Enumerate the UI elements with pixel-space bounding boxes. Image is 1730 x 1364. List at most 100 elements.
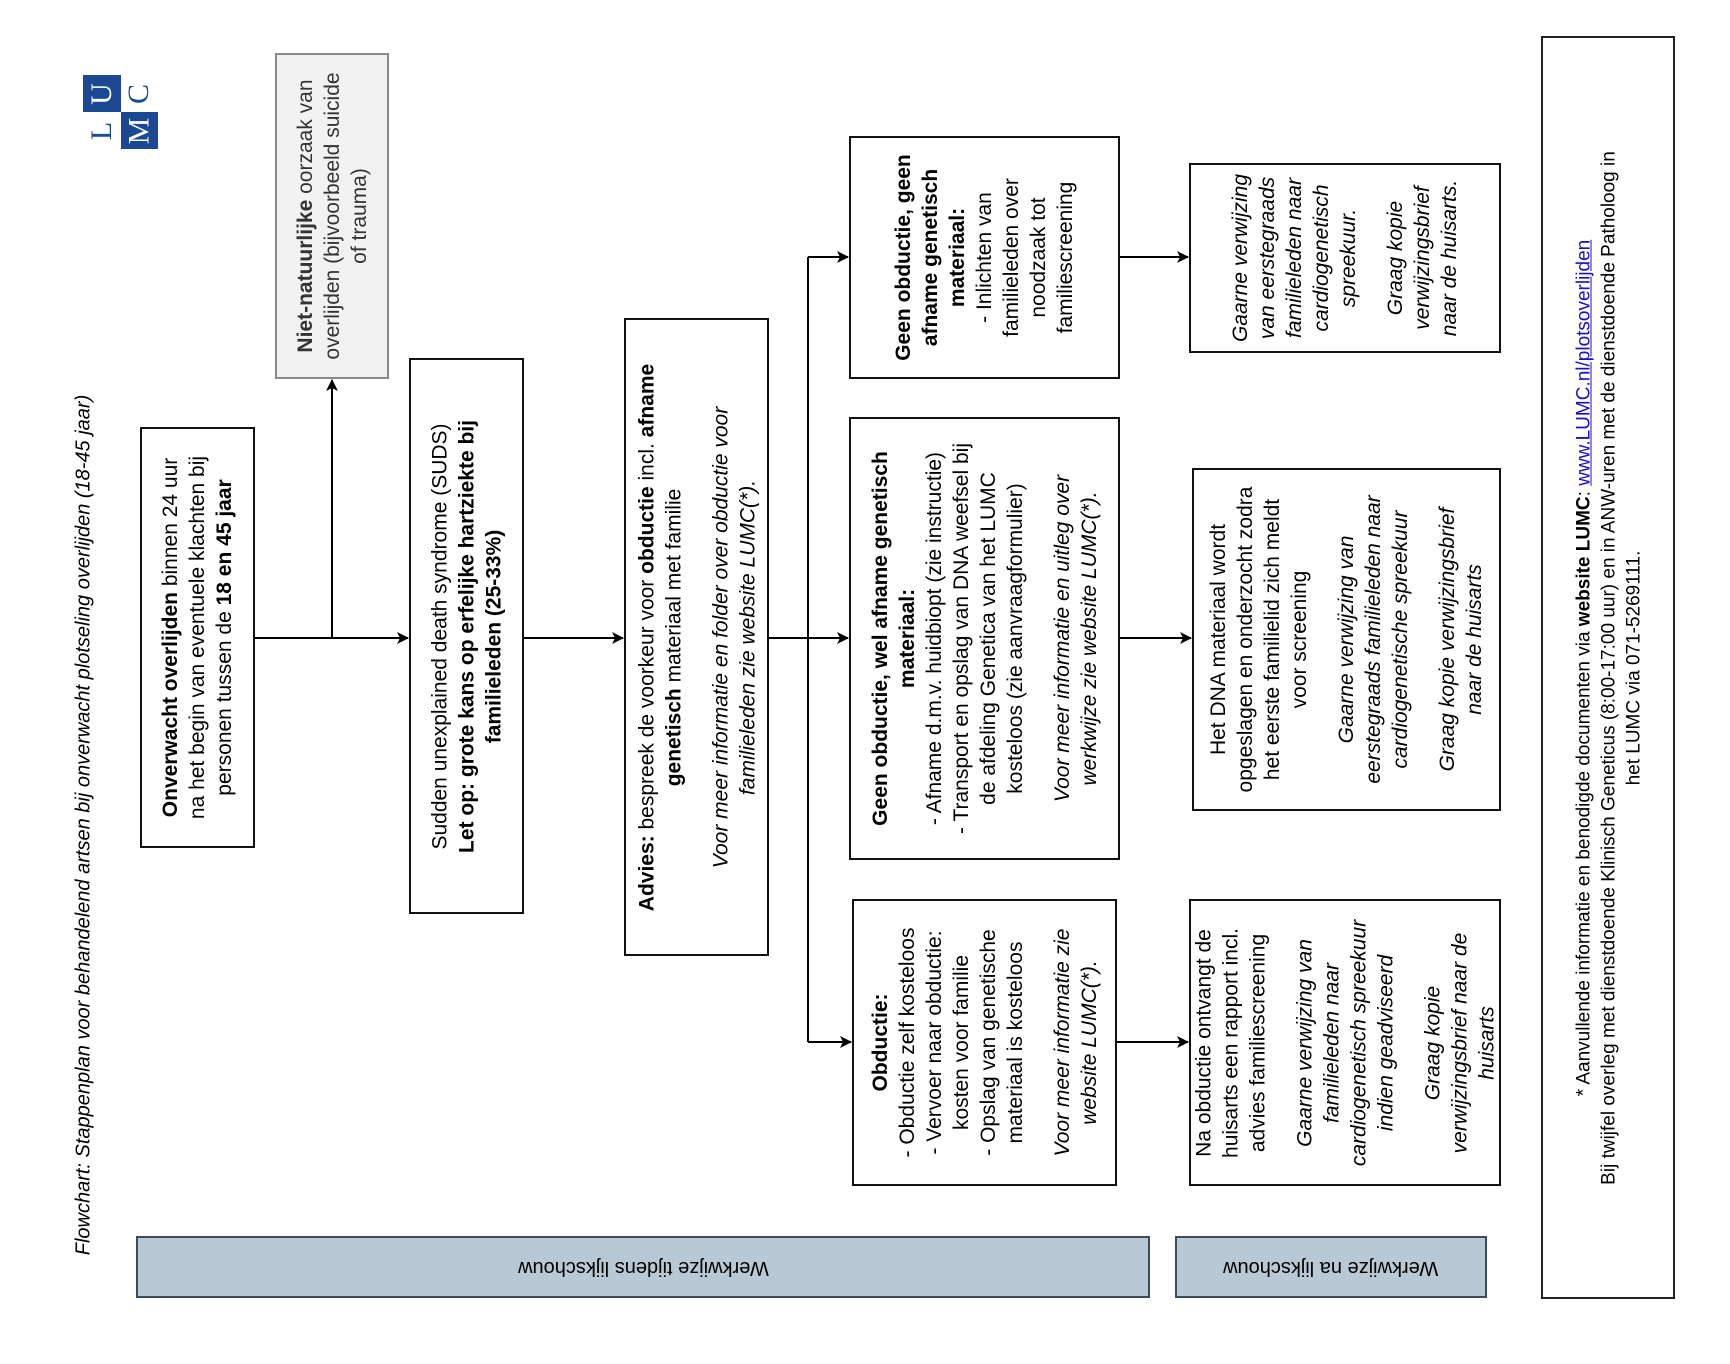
text-segment: familieleden naar — [1283, 178, 1306, 338]
text-line — [1399, 907, 1419, 1178]
text-segment: cardiogenetisch spreekuur — [1347, 919, 1370, 1166]
text-line: materiaal: — [894, 425, 921, 852]
text-line: cardiogenetisch — [1308, 171, 1335, 345]
text-line: noodzaak tot — [1025, 144, 1052, 371]
text-segment: Het DNA materiaal wordt — [1207, 523, 1230, 756]
text-segment: - Obductie zelf kosteloos — [895, 927, 919, 1158]
text-line: kosteloos (zie aanvraagformulier) — [1002, 425, 1029, 852]
text-segment: na het begin van eventuele klachten bij — [186, 455, 209, 820]
text-line: - Obductie zelf kosteloos — [894, 907, 921, 1178]
text-line: - Transport en opslag van DNA weefsel bi… — [948, 425, 975, 852]
text-line: - Inlichten van — [971, 144, 998, 371]
box-text: Obductie:- Obductie zelf kosteloos- Verv… — [854, 901, 1115, 1184]
text-line: huisarts — [1473, 907, 1499, 1178]
text-line — [1313, 476, 1333, 803]
text-line — [1271, 907, 1291, 1178]
text-segment: noodzaak tot — [1027, 197, 1050, 318]
text-segment: Advies: — [634, 834, 658, 911]
footnote-box: * Aanvullende informatie en benodigde do… — [1541, 36, 1675, 1299]
text-segment: Na obductie ontvangt de — [1192, 928, 1215, 1157]
text-segment: of trauma) — [347, 168, 371, 264]
text-line: werkwijze zie website LUMC(*). — [1076, 425, 1103, 852]
text-line — [1414, 476, 1434, 803]
text-segment: Onverwacht overlijden — [159, 592, 182, 818]
text-segment: Graag kopie — [1384, 200, 1407, 316]
text-segment: afname — [634, 363, 658, 437]
text-line: Voor meer informatie en uitleg over — [1049, 425, 1076, 852]
text-line: Graag kopie verwijzingsbrief — [1434, 476, 1461, 803]
text-line: familieleden naar — [1318, 907, 1345, 1178]
box-text: Sudden unexplained death syndrome (SUDS)… — [411, 360, 522, 912]
text-segment: bespreek de voorkeur voor — [634, 573, 658, 835]
text-segment: - Vervoer naar obductie: — [922, 930, 946, 1155]
text-line: Gaarne verwijzing — [1227, 171, 1254, 345]
text-segment: Let op: grote kans op erfelijke hartziek… — [455, 419, 478, 853]
text-segment: familieleden naar — [1320, 962, 1343, 1123]
text-segment: familieleden zie website LUMC(*). — [735, 479, 759, 795]
text-line: huisarts een rapport incl. — [1217, 907, 1244, 1178]
text-segment: familiescreening — [1054, 181, 1077, 334]
text-line: familieleden zie website LUMC(*). — [734, 326, 761, 948]
text-line: het eerste familielid zich meldt — [1259, 476, 1286, 803]
text-line: familieleden (25-33%) — [480, 366, 507, 906]
website-link[interactable]: www.LUMC.nl/plotsoverlijden — [1572, 239, 1594, 486]
text-segment: overlijden (bijvoorbeeld suicide — [320, 72, 344, 360]
text-segment: Voor meer informatie zie — [1050, 928, 1074, 1157]
text-line: of trauma) — [346, 61, 373, 371]
text-segment: * Aanvullende informatie en benodigde do… — [1572, 625, 1594, 1096]
text-segment: van eerstegraads — [1256, 176, 1279, 340]
text-line: overlijden (bijvoorbeeld suicide — [319, 61, 346, 371]
text-segment: - Afname d.m.v. huidbiopt (zie instructi… — [922, 451, 946, 826]
logo-cell: M — [120, 112, 158, 149]
text-segment: kosten voor familie — [949, 954, 973, 1131]
text-line: website LUMC(*). — [1076, 907, 1103, 1178]
text-segment: huisarts — [1475, 1005, 1498, 1080]
text-segment: familieleden over — [1000, 178, 1023, 337]
text-segment: familieleden (25-33%) — [482, 529, 505, 743]
text-segment: naar de huisarts. — [1438, 179, 1461, 337]
text-line — [1029, 425, 1049, 852]
text-line: opgeslagen en onderzocht zodra — [1232, 476, 1259, 803]
text-segment: personen tussen de — [213, 605, 236, 796]
text-segment: naar de huisarts — [1463, 564, 1486, 715]
text-segment: Niet-natuurlijke — [293, 199, 317, 353]
text-segment: spreekuur. — [1337, 208, 1360, 308]
text-segment: werkwijze zie website LUMC(*). — [1077, 491, 1101, 786]
text-line: na het begin van eventuele klachten bij — [184, 435, 211, 840]
text-segment: huisarts een rapport incl. — [1219, 927, 1242, 1158]
text-line: eerstegraads familieleden naar — [1360, 476, 1387, 803]
text-line: Niet-natuurlijke oorzaak van — [292, 61, 319, 371]
text-line: de afdeling Genetica van het LUMC — [975, 425, 1002, 852]
text-segment: indien geadviseerd — [1374, 954, 1397, 1131]
text-line: genetisch materiaal met familie — [660, 326, 687, 948]
text-line: Gaarne verwijzing van — [1333, 476, 1360, 803]
lumc-logo: U C L M — [83, 75, 158, 149]
text-line: afname genetisch — [917, 144, 944, 371]
text-segment: website LUMC — [1572, 495, 1594, 626]
text-line: Voor meer informatie en folder over obdu… — [707, 326, 734, 948]
text-segment: : — [1572, 485, 1594, 496]
text-line — [1029, 907, 1049, 1178]
text-line: Na obductie ontvangt de — [1191, 907, 1217, 1178]
text-segment: materiaal: — [895, 588, 919, 689]
text-line: kosten voor familie — [948, 907, 975, 1178]
text-line: - Opslag van genetische — [975, 907, 1002, 1178]
text-segment: - Opslag van genetische — [976, 929, 1000, 1156]
text-line: spreekuur. — [1335, 171, 1362, 345]
box-text: Advies: bespreek de voorkeur voor obduct… — [626, 320, 767, 954]
logo-cell: L — [83, 112, 121, 149]
text-line: * Aanvullende informatie en benodigde do… — [1571, 44, 1596, 1291]
text-line: materiaal: — [944, 144, 971, 371]
text-line: verwijzingsbrief — [1409, 171, 1436, 345]
